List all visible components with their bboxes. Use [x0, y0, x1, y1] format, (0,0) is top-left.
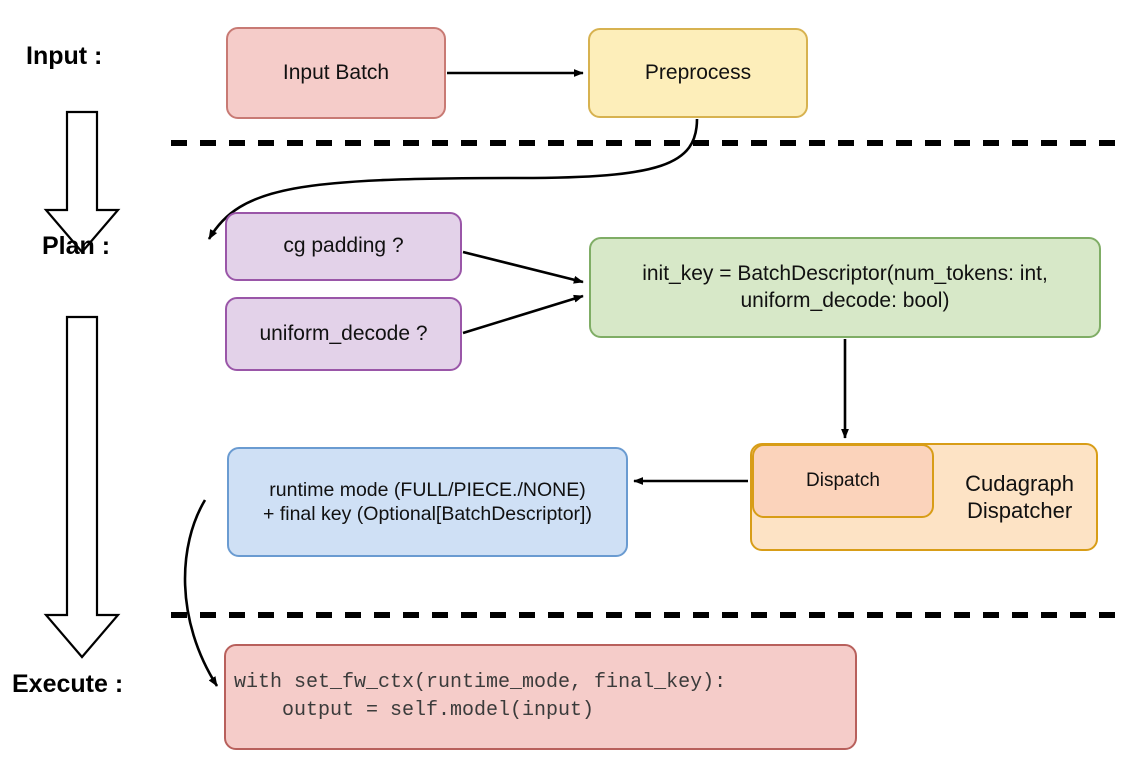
plan-to-execute-arrow [43, 315, 121, 659]
node-cudagraph-dispatcher-line1: Cudagraph [965, 470, 1074, 496]
node-uniform-decode-label: uniform_decode ? [259, 321, 428, 345]
node-uniform-decode[interactable]: uniform_decode ? [225, 297, 462, 371]
node-preprocess[interactable]: Preprocess [588, 28, 808, 118]
node-cg-padding-label: cg padding ? [283, 234, 404, 258]
node-input-batch[interactable]: Input Batch [226, 27, 446, 119]
node-cg-padding[interactable]: cg padding ? [225, 212, 462, 281]
node-exec-code[interactable]: with set_fw_ctx(runtime_mode, final_key)… [224, 644, 857, 750]
node-cudagraph-dispatcher-text: Cudagraph Dispatcher [965, 470, 1074, 525]
node-runtime-mode-line2: + final key (Optional[BatchDescriptor]) [263, 503, 592, 525]
stage-label-input: Input : [26, 42, 103, 70]
node-runtime-mode-line1: runtime mode (FULL/PIECE./NONE) [269, 478, 586, 501]
node-init-key-text: init_key = BatchDescriptor(num_tokens: i… [642, 261, 1048, 314]
node-dispatch-label: Dispatch [806, 470, 880, 492]
node-exec-code-text: with set_fw_ctx(runtime_mode, final_key)… [234, 669, 726, 726]
node-init-key-line2: uniform_decode: bool) [740, 288, 950, 312]
node-exec-code-line1: with set_fw_ctx(runtime_mode, final_key)… [234, 670, 727, 694]
node-exec-code-line2: output = self.model(input) [234, 699, 595, 722]
stage-label-execute: Execute : [12, 670, 124, 698]
node-dispatch[interactable]: Dispatch [752, 444, 934, 518]
arrow-cg-padding-to-init-key [462, 250, 584, 284]
arrow-uniform-decode-to-init-key [462, 294, 584, 335]
input-to-plan-arrow [43, 110, 121, 254]
arrow-runtime-mode-to-exec-code [183, 499, 219, 687]
node-init-key[interactable]: init_key = BatchDescriptor(num_tokens: i… [589, 237, 1101, 338]
node-init-key-line1: init_key = BatchDescriptor(num_tokens: i… [642, 262, 1048, 286]
node-preprocess-label: Preprocess [644, 60, 752, 84]
node-cudagraph-dispatcher-line2: Dispatcher [966, 498, 1073, 523]
node-input-batch-label: Input Batch [282, 60, 390, 84]
node-runtime-mode-text: runtime mode (FULL/PIECE./NONE) + final … [263, 478, 592, 527]
stage-label-plan: Plan : [42, 232, 111, 260]
node-runtime-mode[interactable]: runtime mode (FULL/PIECE./NONE) + final … [227, 447, 628, 557]
